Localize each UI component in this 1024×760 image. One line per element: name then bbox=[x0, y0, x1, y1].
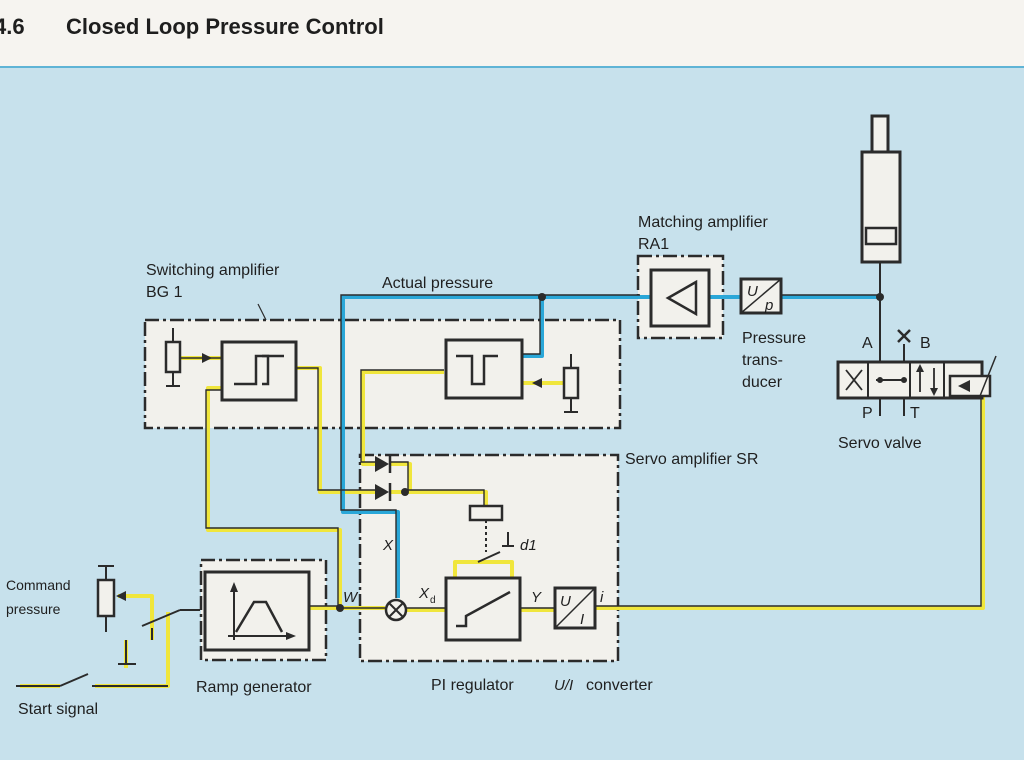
switching-block-2 bbox=[444, 338, 524, 400]
wiring bbox=[180, 294, 982, 609]
start-signal-label: Start signal bbox=[18, 701, 98, 718]
signal-i-label: i bbox=[600, 589, 604, 606]
port-p-label: P bbox=[862, 405, 873, 422]
port-a-label: A bbox=[862, 335, 873, 352]
relay-d1-label: d1 bbox=[520, 537, 537, 554]
ramp-generator-block bbox=[203, 570, 311, 652]
converter-i-label: I bbox=[580, 611, 584, 628]
signal-line bbox=[596, 392, 985, 610]
signal-y-label: Y bbox=[531, 589, 542, 606]
servo-valve bbox=[836, 329, 997, 416]
signal-line bbox=[361, 370, 444, 466]
signal-xd-subscript: d bbox=[430, 595, 436, 606]
transducer-u-label: U bbox=[747, 283, 758, 300]
matching-amplifier-label: Matching amplifier bbox=[638, 214, 769, 231]
switching-amplifier-label: Switching amplifier bbox=[146, 262, 280, 279]
servo-amplifier-label: Servo amplifier SR bbox=[625, 451, 758, 468]
page-header: 4.6 Closed Loop Pressure Control bbox=[0, 0, 1024, 66]
section-number: 4.6 bbox=[0, 14, 25, 39]
potentiometer-bg1-left bbox=[164, 328, 212, 387]
command-pressure-label: Command bbox=[6, 577, 71, 593]
command-pressure-label-2: pressure bbox=[6, 601, 61, 617]
ui-converter-label: converter bbox=[586, 677, 653, 694]
start-signal-switch bbox=[16, 673, 168, 687]
junction-dot bbox=[336, 604, 344, 612]
amplifier-triangle-icon bbox=[665, 279, 698, 317]
leader-line bbox=[257, 303, 267, 321]
signal-x-label: X bbox=[382, 537, 394, 554]
junction-dot bbox=[401, 488, 409, 496]
relay-coil bbox=[468, 504, 504, 530]
transducer-p-label: p bbox=[764, 297, 773, 314]
pi-icon bbox=[456, 590, 511, 628]
port-b-label: B bbox=[920, 335, 931, 352]
pressure-transducer-block: U p bbox=[739, 277, 783, 315]
matching-amplifier-block bbox=[649, 268, 711, 328]
actual-pressure-label: Actual pressure bbox=[382, 275, 493, 292]
potentiometer-command bbox=[96, 565, 126, 632]
signal-w-label: W bbox=[343, 589, 359, 606]
signal-line bbox=[118, 594, 154, 640]
signal-line bbox=[453, 560, 514, 578]
summing-junction bbox=[384, 598, 408, 622]
signal-xd-label: X bbox=[418, 585, 430, 602]
pi-regulator-block bbox=[444, 576, 522, 642]
relay-contact-d1 bbox=[477, 532, 514, 563]
ui-converter-block: U I bbox=[553, 586, 597, 630]
servo-valve-label: Servo valve bbox=[838, 435, 922, 452]
ui-converter-u-label: U/I bbox=[554, 677, 573, 694]
pi-regulator-label: PI regulator bbox=[431, 677, 514, 694]
diode-upper bbox=[375, 455, 392, 473]
switching-block-1 bbox=[220, 340, 298, 402]
feedback-line bbox=[341, 295, 640, 598]
pulse-icon bbox=[456, 354, 498, 386]
potentiometer-bg1-right bbox=[532, 354, 580, 413]
feedback-line bbox=[522, 297, 544, 358]
pressure-transducer-label-3: ducer bbox=[742, 374, 783, 391]
diode-lower bbox=[375, 483, 392, 501]
matching-amplifier-id-label: RA1 bbox=[638, 236, 669, 253]
converter-u-label: U bbox=[560, 593, 571, 610]
hydraulic-cylinder bbox=[860, 114, 902, 362]
command-switch bbox=[118, 609, 200, 665]
pressure-transducer-label: Pressure bbox=[742, 330, 806, 347]
junction-dot bbox=[538, 293, 546, 301]
ramp-generator-label: Ramp generator bbox=[196, 679, 312, 696]
pressure-transducer-label-2: trans- bbox=[742, 352, 783, 369]
ramp-icon bbox=[234, 600, 284, 633]
port-t-label: T bbox=[910, 405, 920, 422]
switching-amplifier-id-label: BG 1 bbox=[146, 284, 183, 301]
page-title: Closed Loop Pressure Control bbox=[66, 14, 384, 39]
